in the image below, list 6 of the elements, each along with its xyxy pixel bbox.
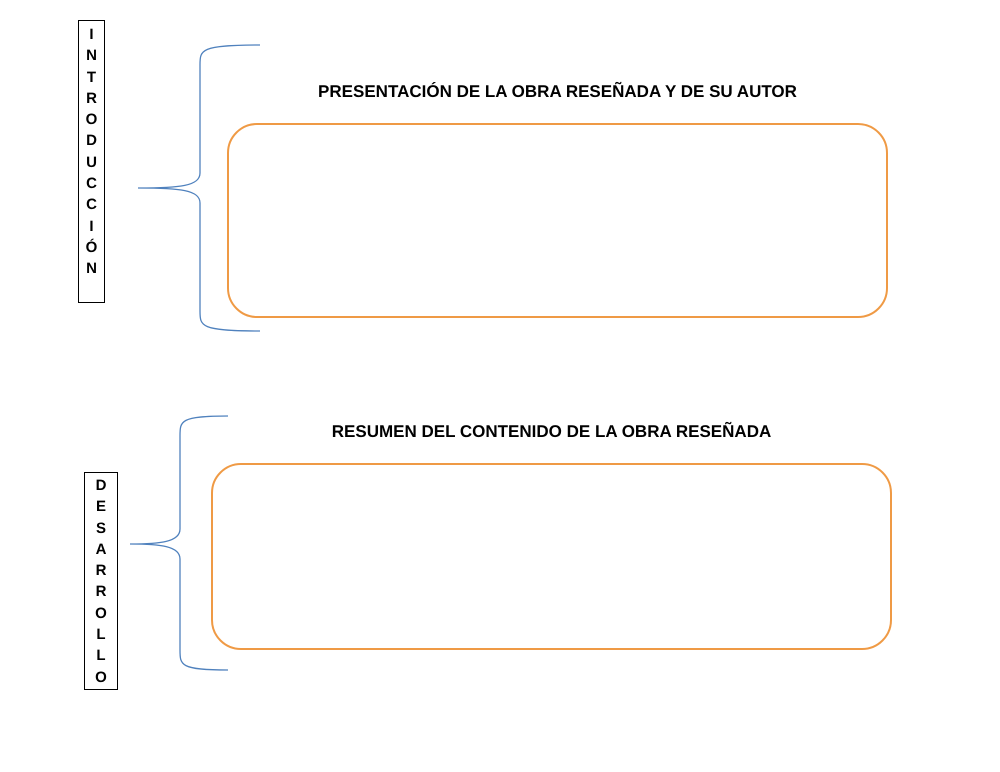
section-heading: RESUMEN DEL CONTENIDO DE LA OBRA RESEÑADA xyxy=(330,422,772,442)
vertical-label: DESARROLLO xyxy=(95,476,107,688)
label-box xyxy=(84,472,118,690)
label-box xyxy=(78,20,105,303)
vertical-label: INTRODUCCIÓN xyxy=(86,25,98,280)
section-heading: PRESENTACIÓN DE LA OBRA RESEÑADA Y DE SU AUTOR xyxy=(317,82,798,102)
